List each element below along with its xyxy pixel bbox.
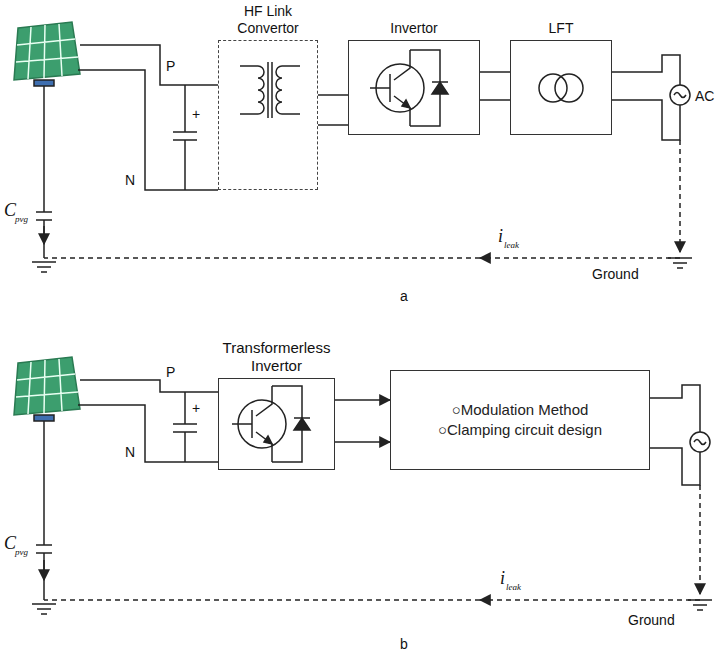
signal-wire (318, 94, 348, 96)
ground-label: Ground (592, 266, 639, 282)
drawing-stroke (36, 86, 52, 258)
drawing-stroke (43, 226, 45, 244)
terminal-label: N (125, 444, 135, 460)
ground-label: Ground (628, 612, 675, 628)
terminal-label: N (125, 172, 135, 188)
terminal-label: P (166, 58, 175, 74)
capacitor-subscript: pvg (15, 547, 28, 557)
drawing-stroke (43, 560, 45, 580)
drawing-stroke (699, 485, 701, 594)
hf-link-converter-box: HF Link Convertor (218, 40, 318, 190)
capacitor-name: C (4, 533, 16, 553)
control-method-box: ○Modulation Method○Clamping circuit desi… (390, 370, 650, 470)
drawing-stroke (679, 140, 681, 252)
signal-wire (480, 99, 510, 101)
current-name: i (500, 568, 505, 588)
inverter-box: Invertor (348, 40, 480, 135)
current-subscript: leak (506, 582, 521, 592)
capacitor-name: C (4, 200, 16, 220)
drawing-stroke (539, 74, 567, 102)
block-title: Transformerless Invertor (214, 339, 340, 375)
method-item: ○Clamping circuit design (438, 420, 602, 440)
block-title: Invertor (354, 20, 474, 37)
drawing-stroke (276, 66, 282, 114)
polarity-mark: + (192, 106, 200, 122)
capacitor-subscript: pvg (15, 214, 28, 224)
signal-wire (318, 124, 348, 126)
drawing-stroke (555, 74, 583, 102)
drawing-stroke (688, 600, 712, 610)
signal-wire (480, 71, 510, 73)
drawing-stroke (44, 257, 480, 259)
block-title: LFT (511, 20, 611, 37)
drawing-stroke (258, 66, 264, 114)
current-subscript: leak (504, 240, 519, 250)
signal-wire (335, 399, 390, 401)
current-name: i (498, 226, 503, 246)
drawing-stroke (480, 599, 700, 601)
drawing-stroke (44, 599, 480, 601)
drawing-stroke (670, 85, 690, 105)
drawing-stroke (240, 62, 300, 118)
diagram-b-wires (14, 357, 712, 614)
polarity-mark: + (192, 400, 200, 416)
drawing-stroke (36, 421, 52, 600)
figure-letter: b (400, 636, 408, 652)
terminal-label: P (166, 364, 175, 380)
drawing-stroke (32, 604, 56, 614)
block-title: HF Link Convertor (226, 3, 310, 37)
drawing-stroke (78, 380, 218, 462)
drawing-stroke (232, 386, 310, 462)
signal-wire (335, 441, 390, 443)
drawing-stroke (173, 85, 197, 190)
drawing-stroke (78, 45, 218, 190)
drawing-stroke (480, 257, 680, 259)
drawing-stroke (370, 50, 448, 126)
method-item: ○Modulation Method (452, 400, 589, 420)
drawing-stroke (14, 357, 80, 421)
source-label: AC (695, 88, 714, 104)
figure-letter: a (400, 288, 408, 304)
drawing-stroke (668, 258, 692, 268)
drawing-stroke (690, 432, 710, 452)
lft-box: LFT (510, 40, 612, 135)
drawing-stroke (32, 262, 56, 272)
diagram-a-wires (14, 22, 692, 272)
box-content: ○Modulation Method○Clamping circuit desi… (391, 371, 649, 469)
transformerless-inverter-box: Transformerless Invertor (218, 378, 335, 470)
drawing-stroke (14, 22, 80, 86)
